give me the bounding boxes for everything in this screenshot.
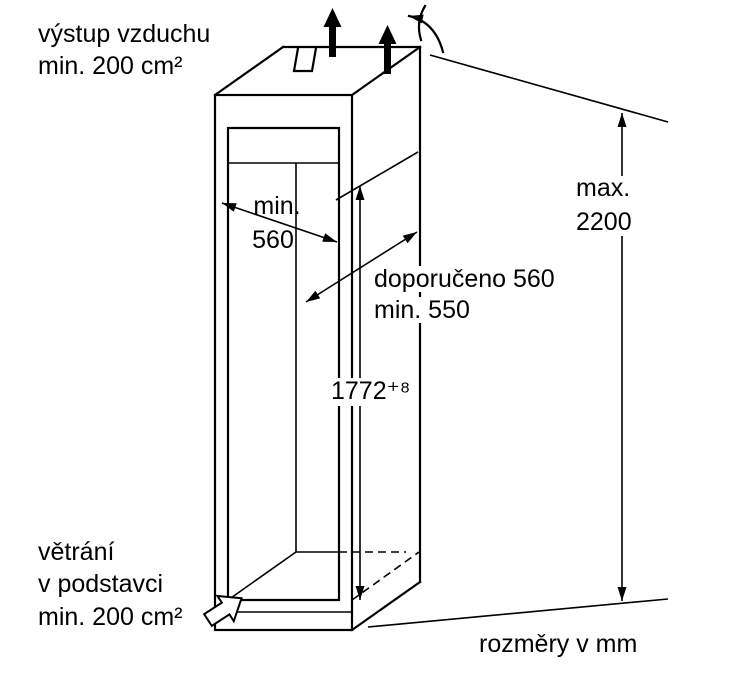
air-outlet-label-line1: výstup vzduchu — [38, 20, 210, 48]
depth-dimension-line — [305, 231, 418, 303]
top-vent-notch — [292, 46, 318, 73]
niche-floor-left-edge — [227, 551, 297, 601]
front-face-outline — [213, 93, 354, 632]
dimension-lines — [221, 54, 669, 628]
plinth-vent-label-line1: větrání — [38, 538, 114, 566]
up-arrow-icon — [323, 8, 342, 27]
width-label-line1: min. — [253, 192, 300, 220]
text-mask — [370, 266, 610, 292]
depth-label-line1: doporučeno 560 — [374, 265, 555, 293]
airflow-curve-icon — [407, 14, 445, 54]
text-mask — [570, 176, 662, 236]
up-arrow-icon — [378, 25, 397, 44]
hidden-side-bottom-edge — [351, 551, 420, 601]
units-note-label: rozměry v mm — [479, 630, 637, 658]
max-height-label-line2: 2200 — [576, 208, 632, 236]
niche-opening-outline — [226, 126, 341, 602]
text-mask — [326, 378, 418, 406]
plinth-vent-label-line2: v podstavci — [38, 570, 163, 598]
depth-label-line2: min. 550 — [374, 296, 470, 324]
text-mask — [370, 297, 502, 323]
airflow-curve-tail-icon — [417, 4, 427, 42]
up-arrow-icon — [329, 27, 336, 57]
bottom-right-edge — [350, 580, 422, 632]
labels: výstup vzduchu min. 200 cm² min. 560 dop… — [38, 20, 637, 658]
height-witness-line — [335, 151, 419, 201]
plinth-vent-arrow-icon — [202, 594, 243, 628]
inner-height-label: 1772⁺⁸ — [331, 377, 410, 405]
top-face-left-edge — [213, 45, 285, 97]
airflow-arrows — [323, 4, 445, 74]
max-height-top-extension-line — [429, 54, 669, 123]
plinth-vent-label-line3: min. 200 cm² — [38, 603, 182, 631]
up-arrow-icon — [384, 44, 391, 74]
niche-cabinet — [213, 45, 422, 632]
air-outlet-label-line2: min. 200 cm² — [38, 52, 182, 80]
width-label-line2: 560 — [252, 226, 294, 254]
max-height-bottom-extension-line — [367, 598, 669, 628]
max-height-label-line1: max. — [576, 174, 630, 202]
